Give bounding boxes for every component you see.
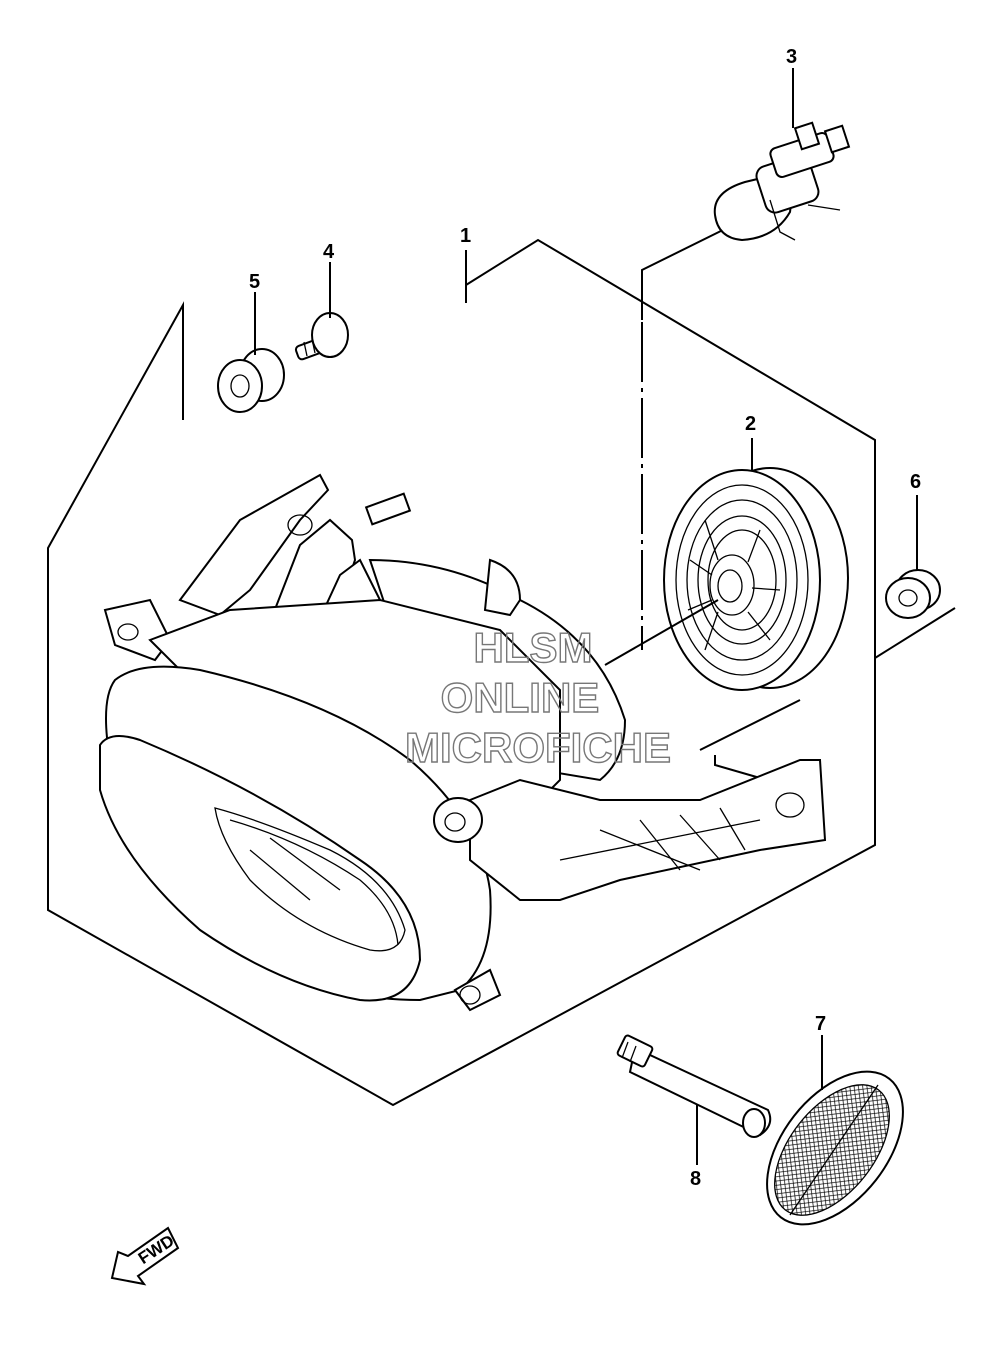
watermark: HLSM ONLINE MICROFICHE — [404, 623, 671, 771]
watermark-line-3: MICROFICHE — [405, 724, 671, 771]
fwd-arrow-icon: FWD — [110, 1226, 180, 1286]
reflector-part — [766, 1035, 904, 1226]
grommet-part — [217, 292, 285, 413]
watermark-line-1: HLSM — [474, 624, 593, 671]
callout-3: 3 — [786, 46, 797, 68]
assembly-outline — [47, 224, 956, 1107]
pin-part — [616, 1034, 772, 1165]
callout-8: 8 — [690, 1168, 701, 1190]
callout-5: 5 — [249, 271, 260, 293]
watermark-line-2: ONLINE — [441, 674, 600, 721]
callout-1: 1 — [460, 225, 471, 247]
callout-6: 6 — [910, 471, 921, 493]
callout-4: 4 — [323, 241, 335, 263]
screw-part — [294, 262, 349, 361]
rubber-grommet-part — [885, 495, 941, 619]
headlamp-housing-part — [99, 250, 827, 1012]
bulb-part — [713, 68, 851, 242]
socket-part — [604, 438, 849, 691]
callout-2: 2 — [745, 413, 756, 435]
callout-7: 7 — [815, 1013, 826, 1035]
